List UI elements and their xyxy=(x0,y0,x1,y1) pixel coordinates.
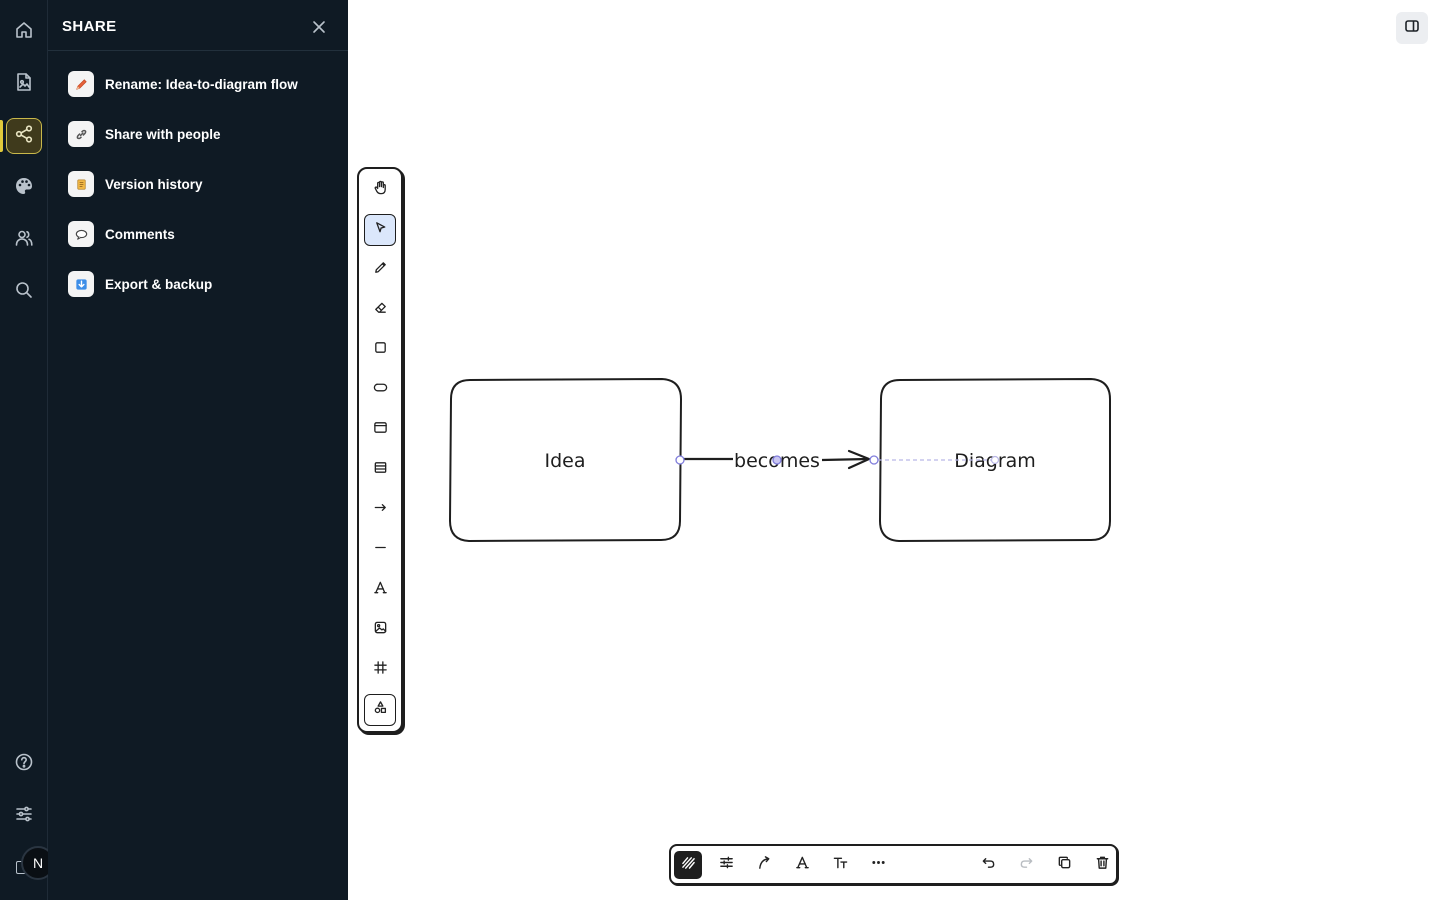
palette-icon xyxy=(14,176,34,201)
documents-button[interactable] xyxy=(6,66,42,102)
text-size-icon xyxy=(833,855,848,875)
undo-button[interactable] xyxy=(974,851,1002,879)
image-icon xyxy=(373,620,388,640)
theme-button[interactable] xyxy=(6,170,42,206)
panel-title: SHARE xyxy=(62,18,117,35)
close-panel-button[interactable] xyxy=(310,18,328,36)
redo-icon xyxy=(1019,855,1034,875)
curved-arrow-icon xyxy=(757,855,772,875)
diagram-connector-arrow[interactable]: becomes xyxy=(675,449,1000,472)
text-size-button[interactable] xyxy=(826,851,854,879)
close-icon xyxy=(310,21,328,40)
share-with-people-item[interactable]: Share with people xyxy=(68,119,328,149)
properties-toolbar xyxy=(669,844,1118,885)
sketch-style-button[interactable] xyxy=(674,851,702,879)
delete-button[interactable] xyxy=(1088,851,1116,879)
share-button[interactable] xyxy=(6,118,42,154)
shapes-library-tool-button[interactable] xyxy=(364,694,396,726)
font-style-button[interactable] xyxy=(788,851,816,879)
style-settings-button[interactable] xyxy=(712,851,740,879)
help-button[interactable] xyxy=(6,746,42,782)
pencil-tool-button[interactable] xyxy=(364,254,396,286)
help-icon xyxy=(14,752,34,777)
sliders-icon xyxy=(719,855,734,875)
version-history-item[interactable]: Version history xyxy=(68,169,328,199)
table-tool-button[interactable] xyxy=(364,454,396,486)
pencil-icon xyxy=(373,260,388,280)
font-a-icon xyxy=(795,855,810,875)
drawing-canvas[interactable] xyxy=(348,0,1440,900)
duplicate-button[interactable] xyxy=(1050,851,1078,879)
duplicate-icon xyxy=(1057,855,1072,875)
share-with-people-label: Share with people xyxy=(105,126,221,142)
frame-tool-button[interactable] xyxy=(364,414,396,446)
line-tool-button[interactable] xyxy=(364,534,396,566)
trash-icon xyxy=(1095,855,1110,875)
pointer-arrow-icon xyxy=(373,220,388,240)
sketch-hatch-icon xyxy=(681,855,696,875)
diagram-node-idea[interactable]: Idea xyxy=(448,377,683,543)
line-icon xyxy=(373,540,388,560)
tools-toolbar xyxy=(357,167,403,733)
arrow-tool-button[interactable] xyxy=(364,494,396,526)
export-backup-item[interactable]: Export & backup xyxy=(68,269,328,299)
search-button[interactable] xyxy=(6,274,42,310)
pencil-icon xyxy=(68,71,94,97)
home-button[interactable] xyxy=(6,14,42,50)
link-icon xyxy=(68,121,94,147)
ellipse-tool-button[interactable] xyxy=(364,374,396,406)
download-arrow-icon xyxy=(68,271,94,297)
preferences-button[interactable] xyxy=(6,798,42,834)
hash-frame-tool-button[interactable] xyxy=(364,654,396,686)
browser-frame-icon xyxy=(373,420,388,440)
ellipse-icon xyxy=(373,380,388,400)
comments-item[interactable]: Comments xyxy=(68,219,328,249)
sidebar-toggle-icon xyxy=(1404,18,1420,39)
more-options-button[interactable] xyxy=(864,851,892,879)
share-icon xyxy=(14,124,34,149)
eraser-tool-button[interactable] xyxy=(364,294,396,326)
text-a-icon xyxy=(373,580,388,600)
eraser-icon xyxy=(373,300,388,320)
search-icon xyxy=(14,280,34,305)
redo-button[interactable] xyxy=(1012,851,1040,879)
collaborators-button[interactable] xyxy=(6,222,42,258)
rename-item[interactable]: Rename: Idea-to-diagram flow xyxy=(68,69,328,99)
square-icon xyxy=(373,340,388,360)
panel-header: SHARE xyxy=(48,0,348,51)
image-tool-button[interactable] xyxy=(364,614,396,646)
node-label-idea: Idea xyxy=(545,450,586,472)
people-icon xyxy=(14,228,34,253)
document-icon xyxy=(14,72,34,97)
table-icon xyxy=(373,460,388,480)
rectangle-tool-button[interactable] xyxy=(364,334,396,366)
settings-sliders-icon xyxy=(14,804,34,829)
hand-icon xyxy=(373,180,388,200)
shapes-icon xyxy=(373,700,388,720)
comments-label: Comments xyxy=(105,226,175,242)
curve-arrow-button[interactable] xyxy=(750,851,778,879)
active-indicator xyxy=(0,120,3,152)
avatar-initial: N xyxy=(32,855,44,871)
home-icon xyxy=(14,20,34,45)
arrow-right-icon xyxy=(373,500,388,520)
hash-icon xyxy=(373,660,388,680)
icon-rail: N xyxy=(0,0,55,900)
text-tool-button[interactable] xyxy=(364,574,396,606)
sidebar-toggle-button[interactable] xyxy=(1396,12,1428,44)
scroll-icon xyxy=(68,171,94,197)
export-backup-label: Export & backup xyxy=(105,276,213,292)
select-tool-button[interactable] xyxy=(364,214,396,246)
hand-tool-button[interactable] xyxy=(364,174,396,206)
ellipsis-icon xyxy=(871,855,886,875)
rename-label: Rename: Idea-to-diagram flow xyxy=(105,76,298,92)
speech-bubble-icon xyxy=(68,221,94,247)
share-panel: SHARE Rename: Idea-to-diagram flow Share… xyxy=(48,0,348,900)
undo-icon xyxy=(981,855,996,875)
version-history-label: Version history xyxy=(105,176,203,192)
